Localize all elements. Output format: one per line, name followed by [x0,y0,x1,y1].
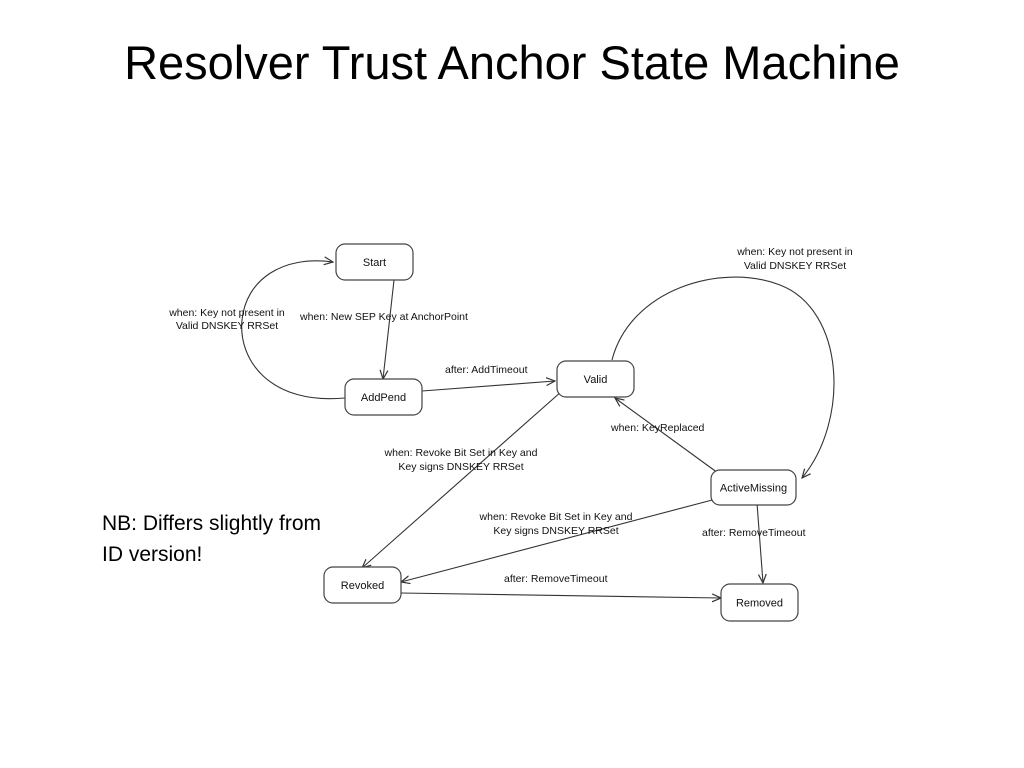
state-addpend-label: AddPend [361,392,406,404]
label-start-self-loop-line1: when: Key not present in [168,307,285,319]
label-activemissing-to-revoked-line1: when: Revoke Bit Set in Key and [479,511,633,523]
label-revoked-to-removed: after: RemoveTimeout [504,573,608,585]
note-text: NB: Differs slightly from ID version! [102,508,402,570]
edge-revoked-to-removed [400,592,721,598]
label-start-self-loop-line2: Valid DNSKEY RRSet [176,320,278,332]
state-valid: Valid [556,360,635,398]
edge-valid-to-activemissing [611,276,835,478]
edge-activemissing-to-removed [756,502,763,583]
edge-start-self-loop [241,261,346,400]
state-removed: Removed [720,583,799,622]
label-addpend-to-valid: after: AddTimeout [445,364,528,376]
edge-start-to-addpend [383,279,395,379]
state-start-label: Start [363,257,386,269]
note-line-2: ID version! [102,543,203,566]
edge-addpend-to-valid [421,381,555,392]
label-valid-to-revoked-line2: Key signs DNSKEY RRSet [398,461,523,473]
slide-title: Resolver Trust Anchor State Machine [0,34,1024,92]
label-activemissing-to-removed: after: RemoveTimeout [702,527,806,539]
label-valid-to-activemissing-line1: when: Key not present in [736,246,853,258]
state-start: Start [335,243,414,281]
state-removed-label: Removed [736,598,783,610]
label-valid-to-revoked-line1: when: Revoke Bit Set in Key and [384,447,538,459]
state-addpend: AddPend [344,378,423,416]
edge-activemissing-to-revoked [401,498,717,582]
state-valid-label: Valid [584,374,608,386]
state-revoked-label: Revoked [341,580,384,592]
label-valid-to-activemissing-line2: Valid DNSKEY RRSet [744,260,846,272]
title-text: Resolver Trust Anchor State Machine [124,36,900,89]
edge-activemissing-to-valid [615,398,719,474]
label-activemissing-to-revoked-line2: Key signs DNSKEY RRSet [493,525,618,537]
note-line-1: NB: Differs slightly from [102,512,321,535]
label-start-to-addpend: when: New SEP Key at AnchorPoint [299,311,468,323]
state-revoked: Revoked [323,566,402,604]
state-activemissing: ActiveMissing [710,469,797,506]
state-activemissing-label: ActiveMissing [720,483,787,495]
label-activemissing-to-valid: when: KeyReplaced [610,422,705,434]
edge-valid-to-revoked [362,390,563,568]
